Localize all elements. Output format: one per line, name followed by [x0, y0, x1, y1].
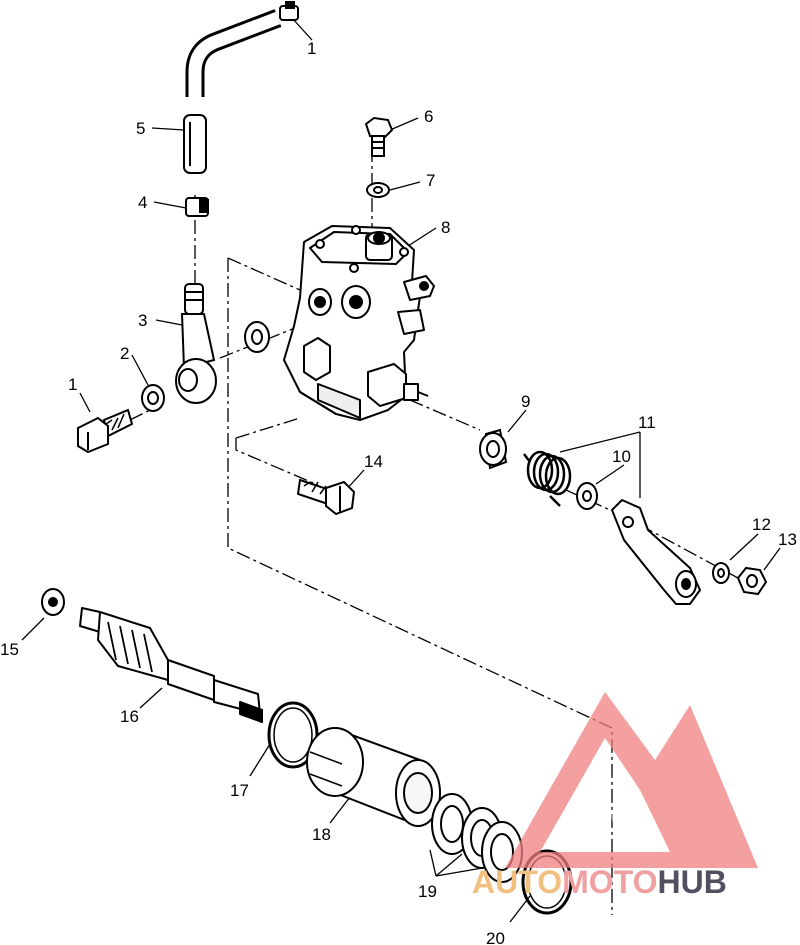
watermark-hub: HUB [657, 864, 726, 900]
banjo-bolt [77, 408, 134, 454]
watermark-auto: AUTO [472, 864, 562, 900]
drive-gear-shaft [79, 607, 263, 723]
part-label-18: 18 [312, 825, 331, 844]
part-label-8: 8 [441, 218, 450, 237]
part-label-7: 7 [426, 171, 435, 190]
part-label-1: 1 [68, 375, 77, 394]
lever-nut [736, 566, 768, 596]
hose-clamp-top [279, 1, 299, 21]
short-hose [183, 114, 207, 174]
automotohub-watermark: AUTOMOTOHUB [472, 692, 758, 900]
part-label-10: 10 [612, 447, 631, 466]
part-label-3: 3 [138, 311, 147, 330]
part-label-13: 13 [778, 530, 797, 549]
oil-hose [185, 9, 282, 97]
part-label-11: 11 [638, 413, 656, 432]
part-label-16: 16 [120, 707, 139, 726]
mounting-bolt [296, 478, 356, 516]
inlet-washer [244, 321, 270, 353]
alignment-lines [129, 148, 739, 915]
part-label-14: 14 [364, 452, 383, 471]
part-label-12: 12 [752, 515, 771, 534]
part-label-4-top: 1 [307, 39, 316, 58]
return-spring [523, 450, 572, 507]
bleed-screw [364, 116, 394, 157]
svg-text:AUTOMOTOHUB: AUTOMOTOHUB [472, 864, 727, 900]
hose-clamp-lower [185, 197, 209, 217]
part-label-6: 6 [424, 107, 433, 126]
part-label-2: 2 [120, 344, 129, 363]
shaft-washer [41, 588, 65, 616]
part-label-9: 9 [521, 392, 530, 411]
spring-washer [576, 482, 598, 510]
thrust-washers [431, 793, 523, 883]
part-label-19: 19 [418, 882, 437, 901]
leader-lines [21, 17, 781, 923]
crush-washer-left [141, 384, 165, 412]
part-label-15: 15 [0, 640, 19, 659]
part-label-4-lower: 4 [138, 193, 147, 212]
shaft-sleeve [306, 727, 441, 827]
control-lever [611, 499, 701, 605]
watermark-moto: MOTO [562, 864, 657, 900]
watermark-triangle-logo [505, 692, 758, 868]
bleed-screw-washer [366, 182, 390, 198]
oil-pump-body [283, 225, 435, 421]
part-label-20: 20 [486, 929, 505, 945]
part-label-17: 17 [230, 781, 249, 800]
part-label-5: 5 [136, 119, 145, 138]
banjo-fitting [175, 283, 217, 404]
lever-washer [712, 562, 730, 584]
part-labels: 1 5 4 6 7 8 3 2 1 9 10 11 14 12 13 15 16… [0, 39, 797, 945]
collar-bushing [479, 428, 508, 470]
